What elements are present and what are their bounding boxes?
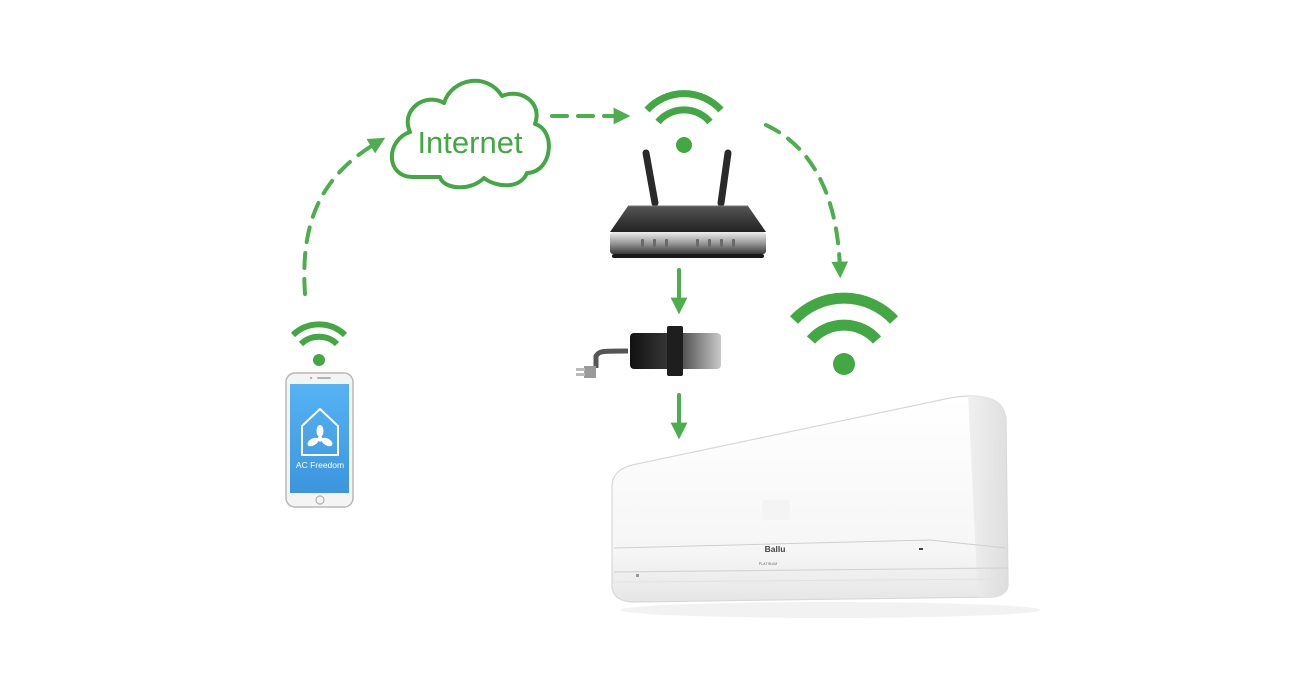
phone-wifi-icon (290, 321, 348, 366)
wifi-adapter-module (576, 326, 721, 378)
ac-freedom-app-icon (301, 407, 339, 456)
smartphone: AC Freedom (285, 372, 354, 508)
app-name-label: AC Freedom (296, 460, 344, 470)
internet-label: Internet (417, 125, 523, 160)
air-conditioner-unit: Ballu PLATINUM (611, 395, 1040, 618)
router-wifi-icon (644, 90, 724, 153)
ac-series-label: PLATINUM (759, 562, 778, 566)
ac-brand-logo: Ballu (765, 544, 786, 554)
ac-display (762, 500, 790, 520)
wifi-router (610, 149, 766, 258)
arrow-router-to-ac-wifi (764, 123, 849, 279)
phone-home-button (315, 495, 325, 505)
ac-wifi-icon (789, 292, 899, 375)
internet-cloud: Internet (389, 78, 551, 190)
arrow-phone-to-internet (302, 137, 386, 296)
